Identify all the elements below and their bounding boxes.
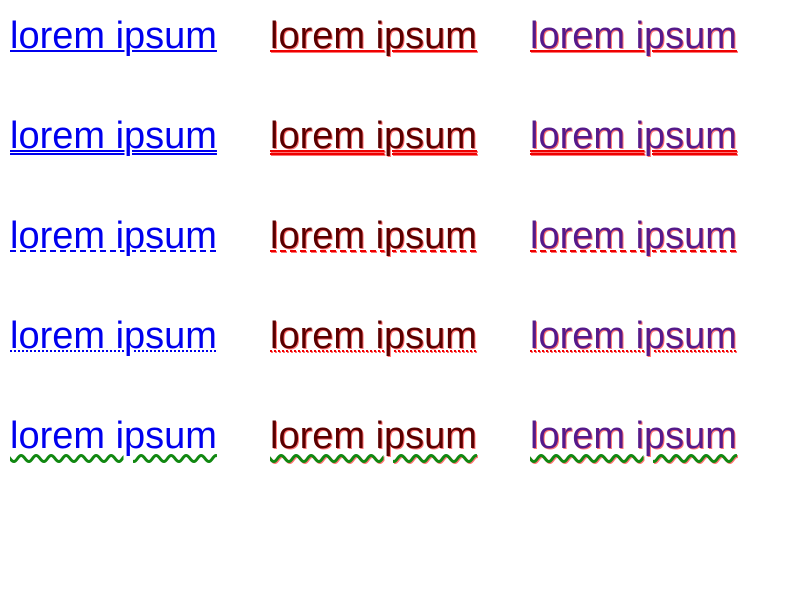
row-dashed: lorem ipsum lorem ipsum lorem ipsum bbox=[10, 214, 770, 314]
sample-text: lorem ipsum bbox=[530, 15, 737, 57]
sample-text: lorem ipsum bbox=[530, 415, 737, 457]
sample-text: lorem ipsum bbox=[10, 415, 217, 457]
sample-text: lorem ipsum bbox=[270, 415, 477, 457]
sample-text: lorem ipsum bbox=[270, 215, 477, 257]
row-wavy: lorem ipsum lorem ipsum lorem ipsum bbox=[10, 414, 770, 514]
sample-text: lorem ipsum bbox=[10, 115, 217, 157]
sample-text: lorem ipsum bbox=[10, 315, 217, 357]
sample-text: lorem ipsum bbox=[530, 315, 737, 357]
sample-text: lorem ipsum bbox=[530, 215, 737, 257]
sample-text: lorem ipsum bbox=[270, 115, 477, 157]
sample-text: lorem ipsum bbox=[270, 15, 477, 57]
sample-text: lorem ipsum bbox=[10, 15, 217, 57]
sample-text: lorem ipsum bbox=[270, 315, 477, 357]
row-double: lorem ipsum lorem ipsum lorem ipsum bbox=[10, 114, 770, 214]
row-solid: lorem ipsum lorem ipsum lorem ipsum bbox=[10, 14, 770, 114]
sample-text: lorem ipsum bbox=[530, 115, 737, 157]
decoration-sample-grid: lorem ipsum lorem ipsum lorem ipsum lore… bbox=[10, 14, 770, 514]
row-dotted: lorem ipsum lorem ipsum lorem ipsum bbox=[10, 314, 770, 414]
sample-text: lorem ipsum bbox=[10, 215, 217, 257]
